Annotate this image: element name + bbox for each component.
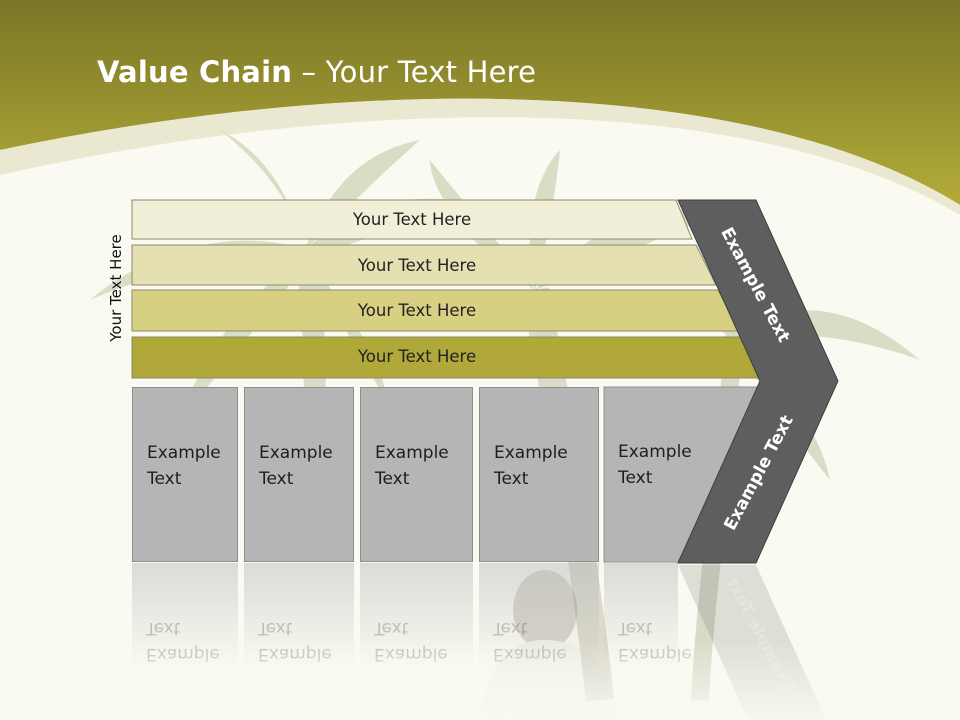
bar-2-label: Your Text Here <box>357 256 477 275</box>
title-bold: Value Chain <box>97 55 293 89</box>
chevron-shape <box>677 199 839 564</box>
title-rest: – Your Text Here <box>292 55 537 89</box>
bar-1-label: Your Text Here <box>352 210 472 229</box>
bar-4: Your Text Here <box>132 337 702 376</box>
page-title: Value Chain – Your Text Here <box>97 55 536 89</box>
bar-1-shape <box>131 199 693 240</box>
bar-4-label: Your Text Here <box>357 347 477 366</box>
bar-3: Your Text Here <box>132 291 702 330</box>
bar-1: Your Text Here <box>132 200 692 239</box>
bar-2: Your Text Here <box>132 246 702 285</box>
bottom-fade <box>0 640 960 720</box>
bar-3-label: Your Text Here <box>357 301 477 320</box>
